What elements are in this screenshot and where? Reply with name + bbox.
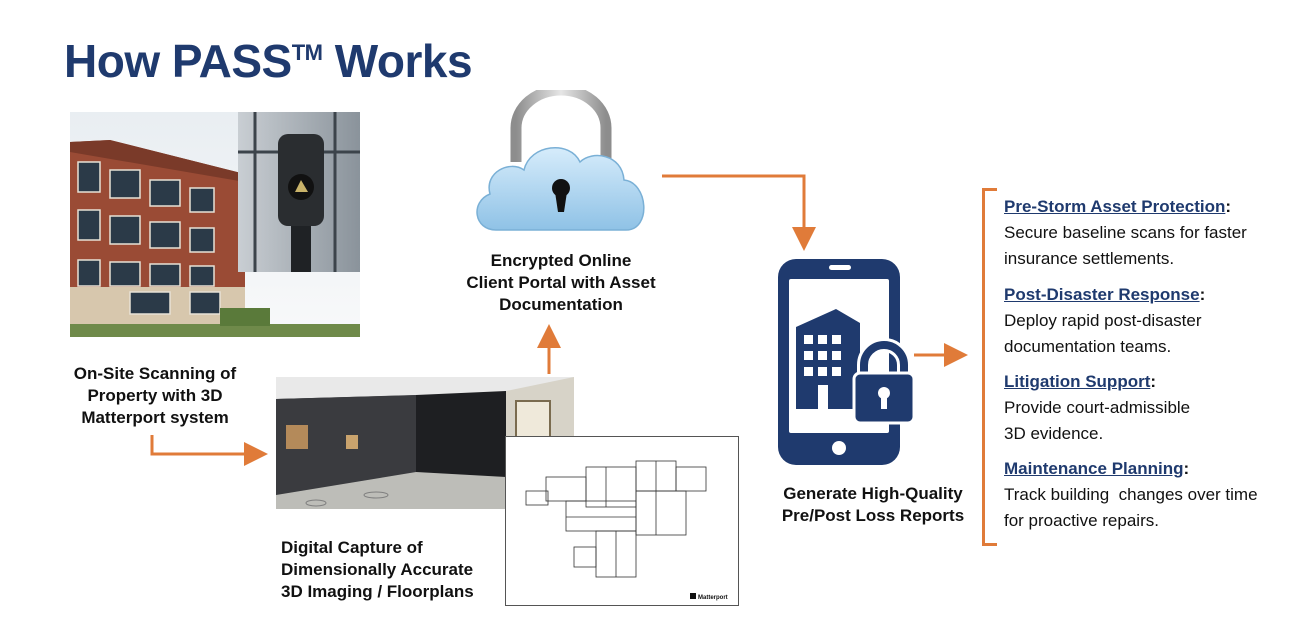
step-scan-line1: On-Site Scanning of <box>73 364 237 383</box>
building-scan-photo <box>70 112 360 337</box>
benefits-bracket <box>982 188 997 546</box>
step-portal-caption: Encrypted Online Client Portal with Asse… <box>446 250 676 316</box>
benefit-line: 3D evidence. <box>1004 424 1104 443</box>
cloud-lock-icon <box>466 84 656 240</box>
step-capture-line2: Dimensionally Accurate <box>281 560 474 579</box>
arrow-scan-to-capture <box>150 435 268 466</box>
benefit-item: Litigation Support: Provide court-admiss… <box>1004 369 1190 447</box>
arrow-portal-to-reports <box>662 174 816 251</box>
step-capture-caption: Digital Capture of Dimensionally Accurat… <box>281 537 511 603</box>
benefit-line: for proactive repairs. <box>1004 511 1159 530</box>
benefit-line: Secure baseline scans for faster <box>1004 223 1247 242</box>
benefit-line: documentation teams. <box>1004 337 1172 356</box>
benefit-heading: Maintenance Planning <box>1004 459 1184 478</box>
step-scan-line2: Property with 3D <box>87 386 223 405</box>
benefit-line: Deploy rapid post-disaster <box>1004 311 1202 330</box>
step-scan-line3: Matterport system <box>81 408 229 427</box>
benefit-item: Pre-Storm Asset Protection: Secure basel… <box>1004 194 1247 272</box>
benefit-line: insurance settlements. <box>1004 249 1175 268</box>
step-capture-line3: 3D Imaging / Floorplans <box>281 582 474 601</box>
benefit-heading: Pre-Storm Asset Protection <box>1004 197 1226 216</box>
benefit-item: Post-Disaster Response: Deploy rapid pos… <box>1004 282 1205 360</box>
step-capture-line1: Digital Capture of <box>281 538 423 557</box>
phone-building-lock-icon <box>774 257 920 469</box>
step-portal-line1: Encrypted Online <box>490 251 632 270</box>
benefit-item: Maintenance Planning: Track building cha… <box>1004 456 1258 534</box>
floorplan-sheet: Matterport <box>505 436 739 606</box>
benefit-heading: Litigation Support <box>1004 372 1151 391</box>
step-portal-line2: Client Portal with Asset <box>466 273 656 292</box>
step-scan-caption: On-Site Scanning of Property with 3D Mat… <box>55 363 255 429</box>
step-portal-line3: Documentation <box>499 295 623 314</box>
benefits-panel: Pre-Storm Asset Protection: Secure basel… <box>982 188 1282 546</box>
floorplan-brand: Matterport <box>698 595 728 601</box>
benefit-line: Provide court-admissible <box>1004 398 1191 417</box>
step-reports-line1: Generate High-Quality <box>783 484 963 503</box>
step-reports-caption: Generate High-Quality Pre/Post Loss Repo… <box>758 483 988 527</box>
benefit-line: Track building changes over time <box>1004 485 1258 504</box>
benefit-heading: Post-Disaster Response <box>1004 285 1200 304</box>
step-reports-line2: Pre/Post Loss Reports <box>781 506 965 525</box>
page-title: How PASSTM Works <box>64 35 473 87</box>
